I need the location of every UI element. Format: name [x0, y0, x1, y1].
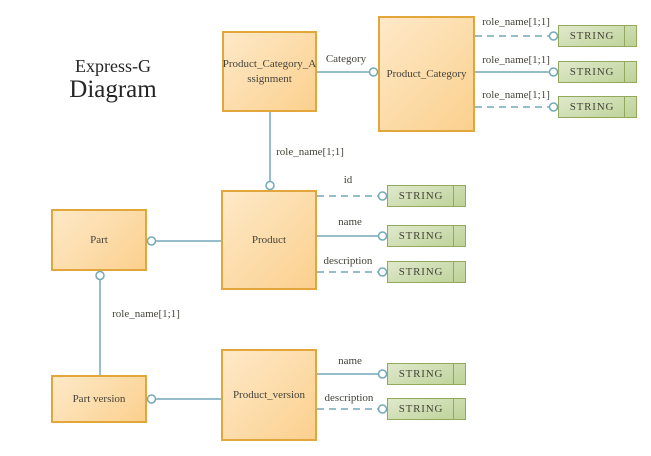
entity-part[interactable]: Part [51, 209, 147, 271]
entity-product[interactable]: Product [221, 190, 317, 290]
type-divider [452, 186, 454, 206]
type-label: STRING [398, 190, 444, 202]
entity-label: Product_Category [386, 67, 467, 80]
entity-label: Product [251, 233, 287, 246]
diagram-title-line1: Express-G [75, 56, 151, 76]
entity-label: Part version [72, 392, 126, 405]
type-divider [623, 62, 625, 82]
type-divider [452, 262, 454, 282]
entity-product-category[interactable]: Product_Category [378, 16, 475, 132]
type-label: STRING [569, 30, 615, 42]
entity-label: Product_version [232, 388, 306, 401]
type-box-string-6[interactable]: STRING [387, 261, 466, 283]
type-label: STRING [398, 368, 444, 380]
type-label: STRING [398, 266, 444, 278]
entity-product-version[interactable]: Product_version [221, 349, 317, 441]
type-box-string-2[interactable]: STRING [558, 61, 637, 83]
diagram-title: Express-G Diagram [38, 56, 188, 103]
entity-label: Product_Category_A ssignment [222, 57, 317, 85]
entity-part-version[interactable]: Part version [51, 375, 147, 423]
type-divider [452, 226, 454, 246]
type-box-string-7[interactable]: STRING [387, 363, 466, 385]
type-label: STRING [569, 101, 615, 113]
type-label: STRING [398, 230, 444, 242]
type-box-string-5[interactable]: STRING [387, 225, 466, 247]
type-box-string-3[interactable]: STRING [558, 96, 637, 118]
type-box-string-1[interactable]: STRING [558, 25, 637, 47]
type-divider [452, 364, 454, 384]
type-box-string-4[interactable]: STRING [387, 185, 466, 207]
type-label: STRING [569, 66, 615, 78]
type-box-string-8[interactable]: STRING [387, 398, 466, 420]
type-divider [452, 399, 454, 419]
entity-label: Part [90, 233, 108, 246]
diagram-title-line2: Diagram [69, 75, 157, 103]
type-label: STRING [398, 403, 444, 415]
type-divider [623, 97, 625, 117]
type-divider [623, 26, 625, 46]
entity-product-category-assignment[interactable]: Product_Category_A ssignment [222, 31, 317, 112]
